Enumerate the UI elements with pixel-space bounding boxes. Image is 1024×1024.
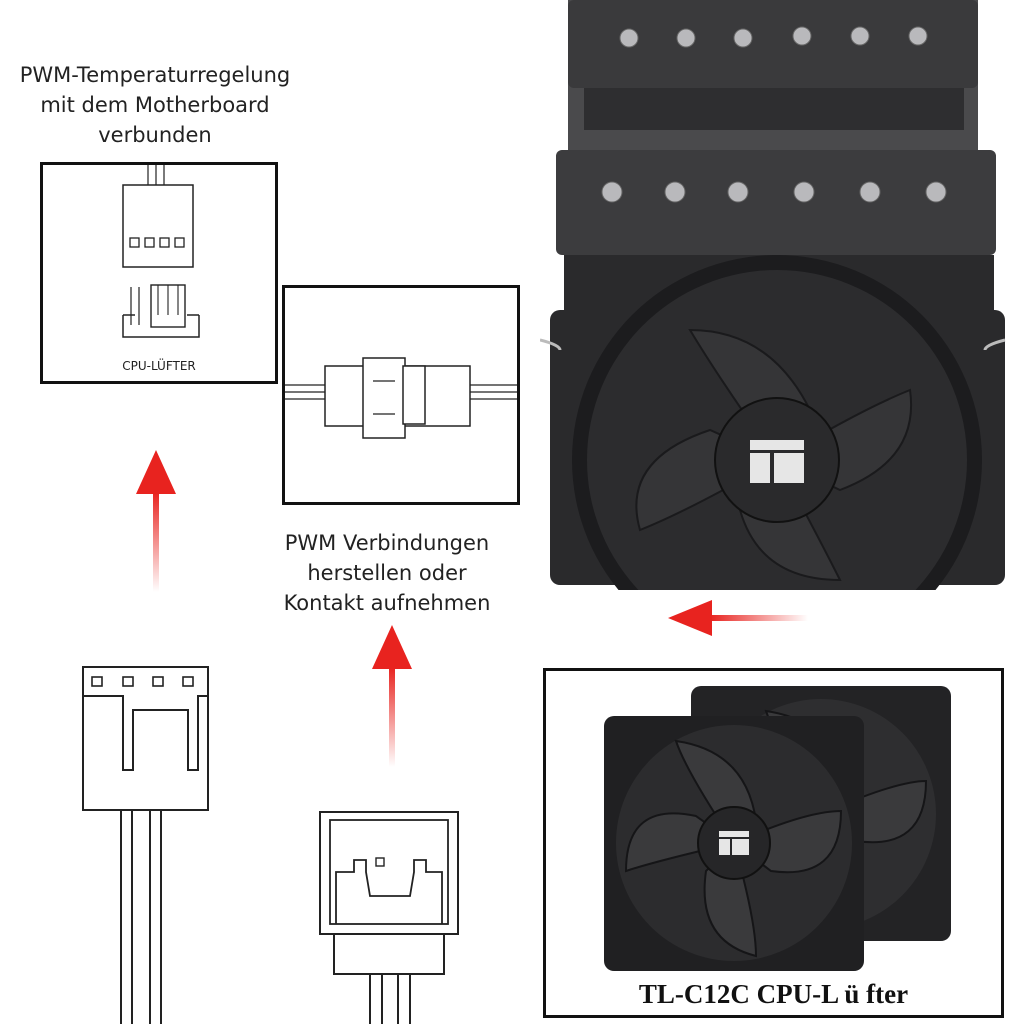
fan-pair-box: TL-C12C CPU-L ü fter — [543, 668, 1004, 1018]
connector-joined-box — [282, 285, 520, 505]
fan-pair-image — [604, 686, 951, 971]
left-arrow-icon — [668, 600, 808, 636]
pwm-temperature-caption: PWM-Temperaturregelung mit dem Motherboa… — [19, 63, 291, 147]
motherboard-header-box: CPU-LÜFTER — [40, 162, 278, 384]
pwm-connections-caption: PWM Verbindungen herstellen oder Kontakt… — [283, 531, 491, 615]
male-4pin-plug-icon — [319, 811, 459, 1024]
up-arrow-icon — [372, 625, 412, 767]
product-label: TL-C12C CPU-L ü fter — [638, 979, 909, 1009]
connector-joined-icon — [285, 357, 517, 439]
cpu-fan-connector-icon — [122, 284, 200, 338]
pwm-4pin-header-icon — [122, 165, 200, 338]
female-4pin-plug-icon — [82, 666, 209, 1024]
cpu-fan-label: CPU-LÜFTER — [122, 359, 196, 373]
cpu-cooler-image — [540, 0, 1006, 590]
up-arrow-icon — [136, 450, 176, 592]
